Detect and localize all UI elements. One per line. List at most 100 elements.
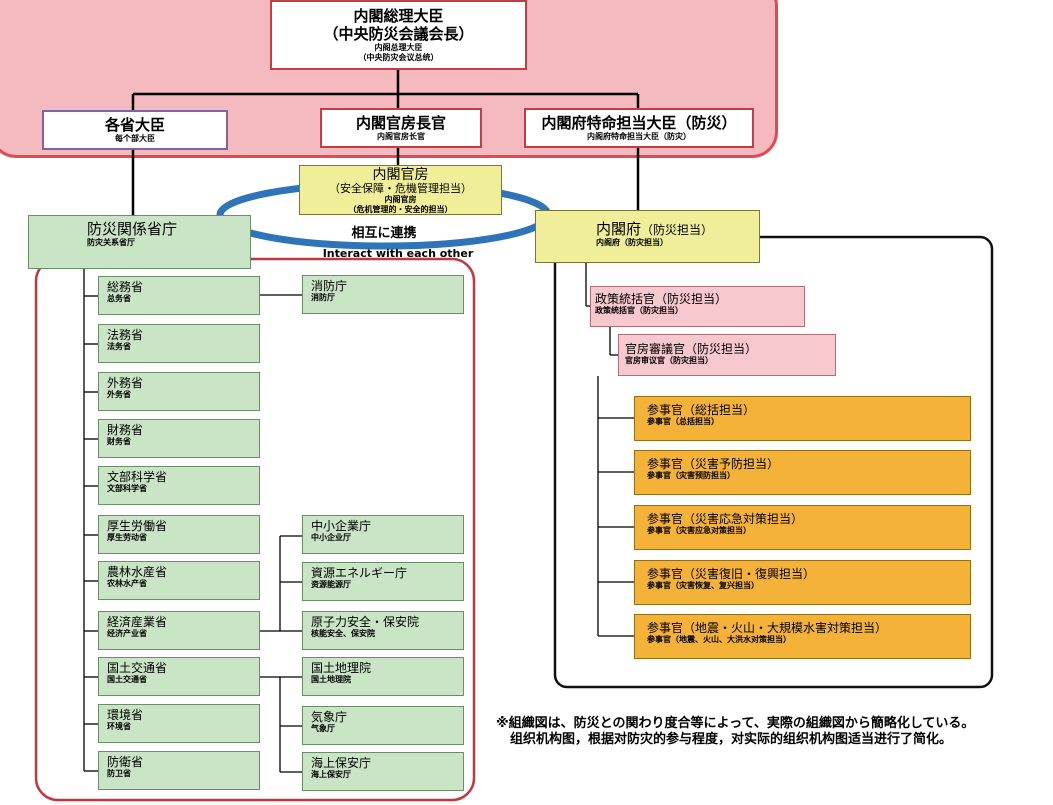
ministry-cn: 环境省 xyxy=(107,722,131,731)
councillor-box: 参事官（災害予防担当）参事官（灾害预防担当） xyxy=(634,450,971,495)
agency-name: 原子力安全・保安院 xyxy=(311,615,420,629)
agency-box: 気象庁气象厅 xyxy=(302,706,464,745)
ministry-name: 外務省 xyxy=(107,376,144,390)
dd-title: 官房審議官（防災担当） xyxy=(625,342,758,356)
councillor-cn: 参事官（灾害应急对策担当） xyxy=(647,526,751,535)
ministry-name: 総務省 xyxy=(107,280,144,294)
footnote: ※組織図は、防災との関わり度合等によって、実際の組織図から簡略化している。 组织… xyxy=(496,716,1046,748)
ministry-name: 環境省 xyxy=(107,708,144,722)
ministry-name: 文部科学省 xyxy=(107,470,168,484)
chief-cabinet-secretary-box: 内閣官房長官 内阁官房长官 xyxy=(320,108,482,148)
agency-cn: 消防厅 xyxy=(311,293,335,302)
pm-subtitle: （中央防災会議会長） xyxy=(323,25,474,43)
agency-box: 海上保安庁海上保安厅 xyxy=(302,752,464,791)
ministry-cn: 法务省 xyxy=(107,342,131,351)
ministry-cn: 农林水产省 xyxy=(107,579,147,588)
cooperation-en-label: Interact with each other xyxy=(322,247,474,260)
agency-box: 国土地理院国土地理院 xyxy=(302,657,464,696)
councillor-title: 参事官（災害応急対策担当） xyxy=(647,512,804,526)
ministry-cn: 厚生劳动省 xyxy=(107,533,147,542)
councillor-title: 参事官（地震・火山・大規模水害対策担当） xyxy=(647,621,888,635)
ministry-box: 厚生労働省厚生劳动省 xyxy=(98,515,260,554)
ministry-box: 外務省外务省 xyxy=(98,372,260,411)
agency-name: 資源エネルギー庁 xyxy=(311,566,408,580)
ministry-name: 農林水産省 xyxy=(107,565,168,579)
ministry-box: 財務省财务省 xyxy=(98,419,260,458)
ccs-cn: 内阁官房长官 xyxy=(377,132,425,141)
ministers-cn: 每个部大臣 xyxy=(115,134,155,143)
agency-name: 国土地理院 xyxy=(311,661,372,675)
ministry-name: 厚生労働省 xyxy=(107,519,168,533)
councillor-box: 参事官（災害応急対策担当）参事官（灾害应急对策担当） xyxy=(634,505,971,550)
ministry-cn: 总务省 xyxy=(107,294,131,303)
ministry-box: 文部科学省文部科学省 xyxy=(98,466,260,505)
ministry-name: 財務省 xyxy=(107,423,144,437)
ministry-box: 総務省总务省 xyxy=(98,276,260,315)
agency-box: 中小企業庁中小企业厅 xyxy=(302,515,464,554)
ministry-box: 法務省法务省 xyxy=(98,324,260,363)
agency-cn: 国土地理院 xyxy=(311,675,351,684)
pm-cn1: 内阁总理大臣 xyxy=(374,43,423,52)
councillor-title: 参事官（総括担当） xyxy=(647,403,756,417)
ministry-cn: 防卫省 xyxy=(107,769,131,778)
dm-title: 防災関係省庁 xyxy=(87,220,178,238)
agency-cn: 中小企业厅 xyxy=(311,533,351,542)
agency-name: 気象庁 xyxy=(311,710,348,724)
director-general-box: 政策統括官（防災担当） 政策统括官（防灾担当） xyxy=(590,286,805,327)
ministry-name: 法務省 xyxy=(107,328,144,342)
ministry-name: 経済産業省 xyxy=(107,615,168,629)
dg-cn: 政策统括官（防灾担当） xyxy=(595,306,683,315)
agency-box: 消防庁消防厅 xyxy=(302,275,464,314)
footnote-jp: ※組織図は、防災との関わり度合等によって、実際の組織図から簡略化している。 xyxy=(496,716,975,731)
deputy-director-box: 官房審議官（防災担当） 官房审议官（防灾担当） xyxy=(618,334,836,376)
agency-cn: 气象厅 xyxy=(311,724,335,733)
ministry-box: 環境省环境省 xyxy=(98,704,260,743)
agency-cn: 资源能源厅 xyxy=(311,580,351,589)
ministry-cn: 财务省 xyxy=(107,437,131,446)
cs-cn2: （危机管理的・安全的担当） xyxy=(348,205,453,214)
footnote-cn: 组织机构图，根据对防灾的参与程度，对实际的组织机构图适当进行了简化。 xyxy=(510,732,953,747)
cs-subtitle: （安全保障・危機管理担当） xyxy=(329,182,472,195)
councillor-cn: 参事官（地震、火山、大洪水对策担当） xyxy=(647,635,791,644)
agency-name: 海上保安庁 xyxy=(311,756,372,770)
cabinet-office-box: 内閣府（防災担当） 内阁府（防灾担当） xyxy=(535,210,760,263)
councillor-box: 参事官（災害復旧・復興担当）参事官（灾害恢复、复兴担当） xyxy=(634,560,971,605)
councillor-cn: 参事官（灾害预防担当） xyxy=(647,471,735,480)
co-title: 内閣府 xyxy=(596,220,642,238)
councillor-title: 参事官（災害予防担当） xyxy=(647,457,780,471)
ministry-cn: 国土交通省 xyxy=(107,675,147,684)
cs-cn1: 内阁官房 xyxy=(384,195,417,204)
special-minister-title: 内閣府特命担当大臣（防災） xyxy=(541,114,737,132)
agency-name: 中小企業庁 xyxy=(311,519,372,533)
special-minister-cn: 内阁府特命担当大臣（防灾） xyxy=(587,132,691,141)
ministry-name: 国土交通省 xyxy=(107,661,168,675)
agency-name: 消防庁 xyxy=(311,279,348,293)
councillor-cn: 参事官（灾害恢复、复兴担当） xyxy=(647,581,759,590)
cabinet-secretariat-box: 内閣官房 （安全保障・危機管理担当） 内阁官房 （危机管理的・安全的担当） xyxy=(299,165,502,215)
dm-cn: 防灾关系省厅 xyxy=(87,238,135,247)
ministry-cn: 外务省 xyxy=(107,390,131,399)
dd-cn: 官房审议官（防灾担当） xyxy=(625,356,713,365)
co-title-suffix: （防災担当） xyxy=(641,223,714,237)
cs-title: 内閣官房 xyxy=(372,167,429,183)
special-minister-box: 内閣府特命担当大臣（防災） 内阁府特命担当大臣（防灾） xyxy=(524,108,754,148)
agency-cn: 核能安全、保安院 xyxy=(311,629,375,638)
ccs-title: 内閣官房長官 xyxy=(355,114,446,132)
pm-cn2: （中央防灾会议总统） xyxy=(358,53,439,62)
ministers-box: 各省大臣 每个部大臣 xyxy=(42,110,228,150)
councillor-box: 参事官（地震・火山・大規模水害対策担当）参事官（地震、火山、大洪水对策担当） xyxy=(634,614,971,659)
pm-title: 内閣総理大臣 xyxy=(353,7,444,25)
disaster-ministries-box: 防災関係省庁 防灾关系省厅 xyxy=(28,215,251,269)
prime-minister-box: 内閣総理大臣 （中央防災会議会長） 内阁总理大臣 （中央防灾会议总统） xyxy=(270,0,527,70)
co-cn: 内阁府（防灾担当） xyxy=(596,238,668,247)
dg-title: 政策統括官（防災担当） xyxy=(595,292,728,306)
councillor-cn: 参事官（总括担当） xyxy=(647,417,719,426)
ministers-title: 各省大臣 xyxy=(104,116,165,134)
ministry-box: 農林水産省农林水产省 xyxy=(98,561,260,600)
ministry-name: 防衛省 xyxy=(107,755,144,769)
agency-cn: 海上保安厅 xyxy=(311,770,351,779)
cooperation-jp-label: 相互に連携 xyxy=(351,226,417,241)
ministry-box: 国土交通省国土交通省 xyxy=(98,657,260,696)
ministry-box: 経済産業省经济产业省 xyxy=(98,611,260,650)
councillor-title: 参事官（災害復旧・復興担当） xyxy=(647,567,816,581)
